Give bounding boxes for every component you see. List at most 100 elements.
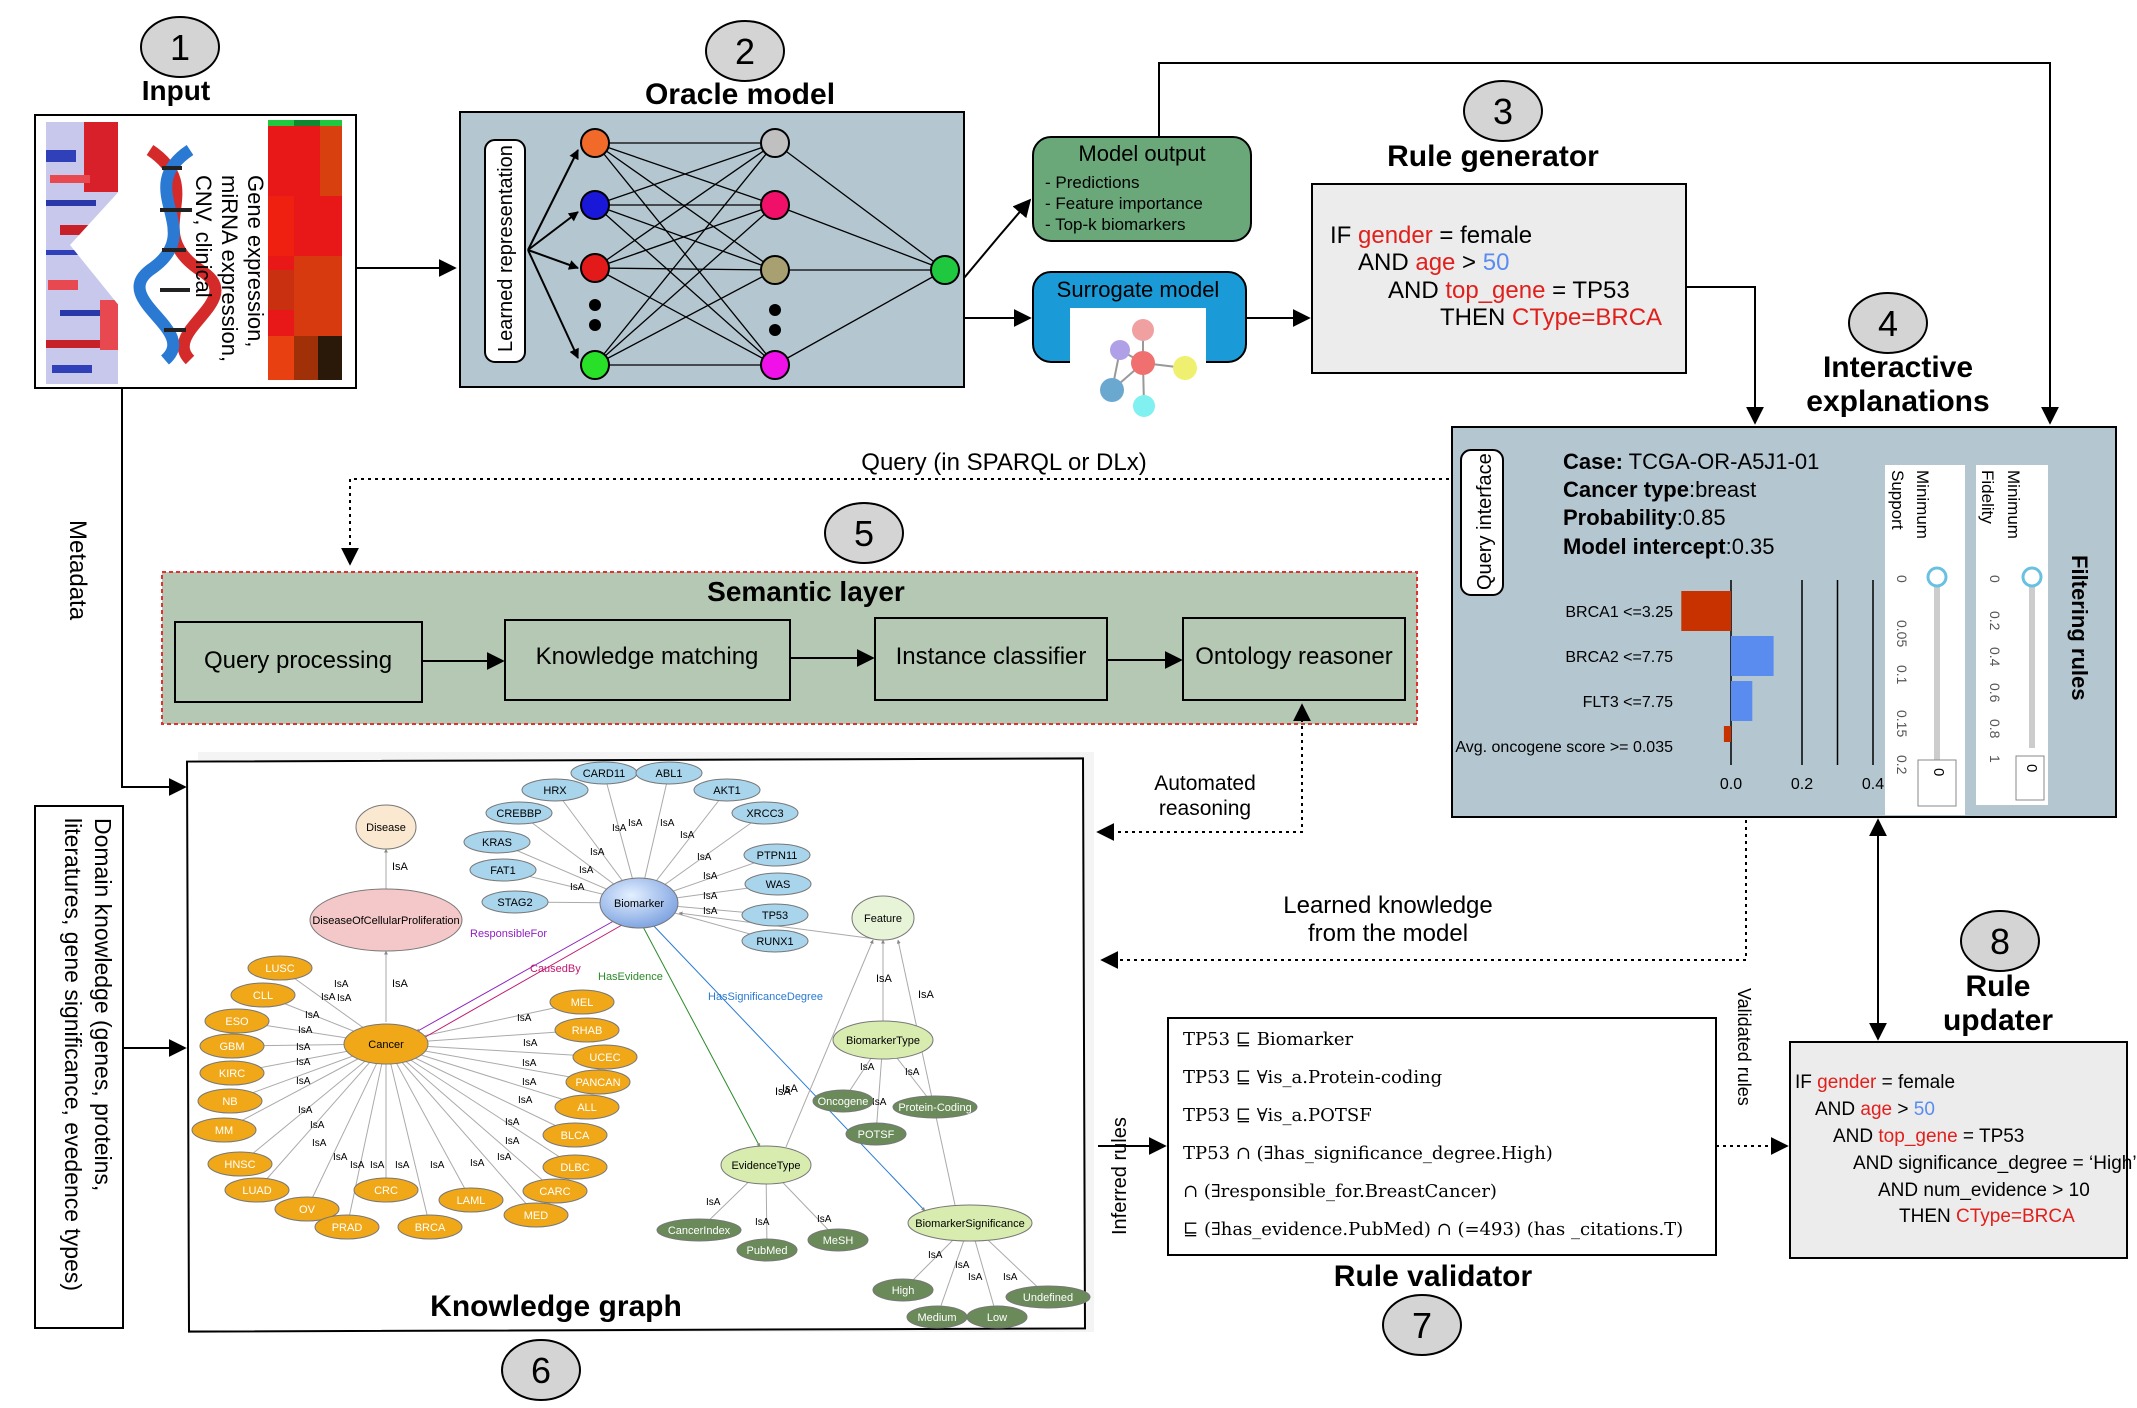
updater-line-2: AND age > 50 <box>1815 1099 1935 1120</box>
kg-isa-label: IsA <box>522 1077 537 1088</box>
surrogate-title: Surrogate model <box>1057 277 1220 302</box>
kg-isa-label: IsA <box>703 871 718 882</box>
support-tick-label: 0.1 <box>1894 665 1910 685</box>
metadata-label: Metadata <box>64 520 91 621</box>
svg-text:DiseaseOfCellularProliferation: DiseaseOfCellularProliferation <box>312 915 459 927</box>
nn-node <box>760 350 790 380</box>
kg-edge-label: HasSignificanceDegree <box>708 991 823 1003</box>
step-number: 8 <box>1990 921 2010 962</box>
kg-isa-label: IsA <box>660 818 675 829</box>
kg-cancer-node: BRCA <box>397 1214 463 1240</box>
kg-edge <box>785 939 874 1148</box>
kg-isa-label: IsA <box>706 1197 721 1208</box>
kg-isa-label: IsA <box>703 891 718 902</box>
kg-cancer-node: CARC <box>522 1178 588 1204</box>
kg-isa-label: IsA <box>570 882 585 893</box>
interactive-title-line2: explanations <box>1806 385 1989 418</box>
svg-text:HRX: HRX <box>543 785 567 797</box>
svg-text:ALL: ALL <box>577 1102 597 1114</box>
kg-edge <box>256 1043 387 1191</box>
kg-isa-label: IsA <box>517 1013 532 1024</box>
kg-gene-node: WAS <box>744 872 812 896</box>
updater-line-1: IF gender = female <box>1795 1072 1955 1093</box>
kg-isa-label: IsA <box>1003 1272 1018 1283</box>
kg-edge-label: HasEvidence <box>598 971 663 983</box>
ontology-reasoner-box: Ontology reasoner <box>1182 617 1406 701</box>
svg-text:MeSH: MeSH <box>823 1235 854 1247</box>
svg-text:PubMed: PubMed <box>747 1245 788 1257</box>
svg-text:POTSF: POTSF <box>858 1129 895 1141</box>
kg-isa-label: IsA <box>334 979 349 990</box>
support-slider-handle[interactable] <box>1926 566 1948 588</box>
svg-text:Protein-Coding: Protein-Coding <box>898 1102 971 1114</box>
kg-cancer-node: BLCA <box>542 1122 608 1148</box>
kg-gene-node: CREBBP <box>485 801 553 825</box>
filtering-rules-label: Filtering rules <box>2067 555 2092 700</box>
intercept-text: Model intercept:0.35 <box>1563 534 1775 559</box>
updater-line-5: AND num_evidence > 10 <box>1878 1180 2090 1201</box>
kg-isa-label: IsA <box>333 1152 348 1163</box>
step-number: 4 <box>1878 303 1898 344</box>
chart-tick-label: 0.0 <box>1720 776 1742 793</box>
kg-isa-label: IsA <box>505 1136 520 1147</box>
kg-edge <box>385 1043 472 1201</box>
rule-to-interactive-arrow <box>1686 286 1764 425</box>
kg-leaf-node: POTSF <box>845 1122 907 1146</box>
kg-edge-label: IsA <box>392 861 409 873</box>
kg-evidence-type-node: EvidenceType <box>720 1145 812 1185</box>
svg-text:Feature: Feature <box>864 913 902 925</box>
kg-isa-label: IsA <box>305 1010 320 1021</box>
kg-cancer-node: PANCAN <box>565 1069 631 1095</box>
kg-edge <box>415 917 620 1033</box>
svg-text:CARC: CARC <box>539 1186 570 1198</box>
kg-edge <box>896 939 956 1206</box>
kg-isa-label: IsA <box>590 847 605 858</box>
kg-cancer-node: PRAD <box>314 1214 380 1240</box>
svg-text:0: 0 <box>2023 764 2040 772</box>
kg-leaf-node: High <box>872 1278 934 1302</box>
chart-bar <box>1731 636 1774 676</box>
chart-bar <box>1681 591 1731 631</box>
svg-text:Cancer: Cancer <box>368 1039 404 1051</box>
nn-node <box>580 253 610 283</box>
step-number: 7 <box>1412 1305 1432 1346</box>
kg-edge-label: ResponsibleFor <box>470 928 547 940</box>
svg-text:CARD11: CARD11 <box>583 768 626 780</box>
svg-text:PANCAN: PANCAN <box>575 1077 620 1089</box>
semantic-layer-title: Semantic layer <box>707 576 905 607</box>
kg-cancer-class-node: Cancer <box>343 1023 429 1065</box>
chart-category-label: BRCA2 <=7.75 <box>1565 649 1673 666</box>
kg-isa-label: IsA <box>430 1160 445 1171</box>
svg-text:KRAS: KRAS <box>482 837 512 849</box>
nn-node <box>580 350 610 380</box>
svg-text:GBM: GBM <box>219 1041 244 1053</box>
svg-text:NB: NB <box>222 1096 237 1108</box>
kg-edge-label: IsA <box>775 1086 792 1098</box>
kg-isa-label: IsA <box>337 993 352 1004</box>
kg-leaf-node: Medium <box>906 1305 968 1329</box>
validator-line: TP53 ⊑ Biomarker <box>1183 1029 1353 1050</box>
chart-tick-label: 0.4 <box>1862 776 1884 793</box>
support-value-input[interactable] <box>1917 759 1957 807</box>
kg-isa-label: IsA <box>612 823 627 834</box>
kg-isa-label: IsA <box>680 830 695 841</box>
kg-isa-label: IsA <box>505 1117 520 1128</box>
kg-gene-node: TP53 <box>741 903 809 927</box>
svg-text:BLCA: BLCA <box>561 1130 590 1142</box>
fidelity-value-input[interactable] <box>2015 755 2045 801</box>
kg-cancer-node: HNSC <box>207 1151 273 1177</box>
fidelity-slider-handle[interactable] <box>2021 566 2043 588</box>
model-output-item: - Predictions <box>1045 173 1139 192</box>
kg-leaf-node: CancerIndex <box>656 1218 742 1242</box>
step-badge-8: 8 <box>1960 910 2040 972</box>
automated-reasoning-label: Automated <box>1154 772 1256 795</box>
kg-isa-label: IsA <box>518 1095 533 1106</box>
fidelity-tick-label: 1 <box>1987 755 2003 763</box>
kg-isa-label: IsA <box>321 992 336 1003</box>
interactive-title-line1: Interactive <box>1823 351 1973 384</box>
rule-line-2: AND age > 50 <box>1358 249 1509 276</box>
cancer-type-text: Cancer type:breast <box>1563 477 1756 502</box>
support-tick-label: 0 <box>1894 575 1910 583</box>
kg-isa-label: IsA <box>298 1025 313 1036</box>
